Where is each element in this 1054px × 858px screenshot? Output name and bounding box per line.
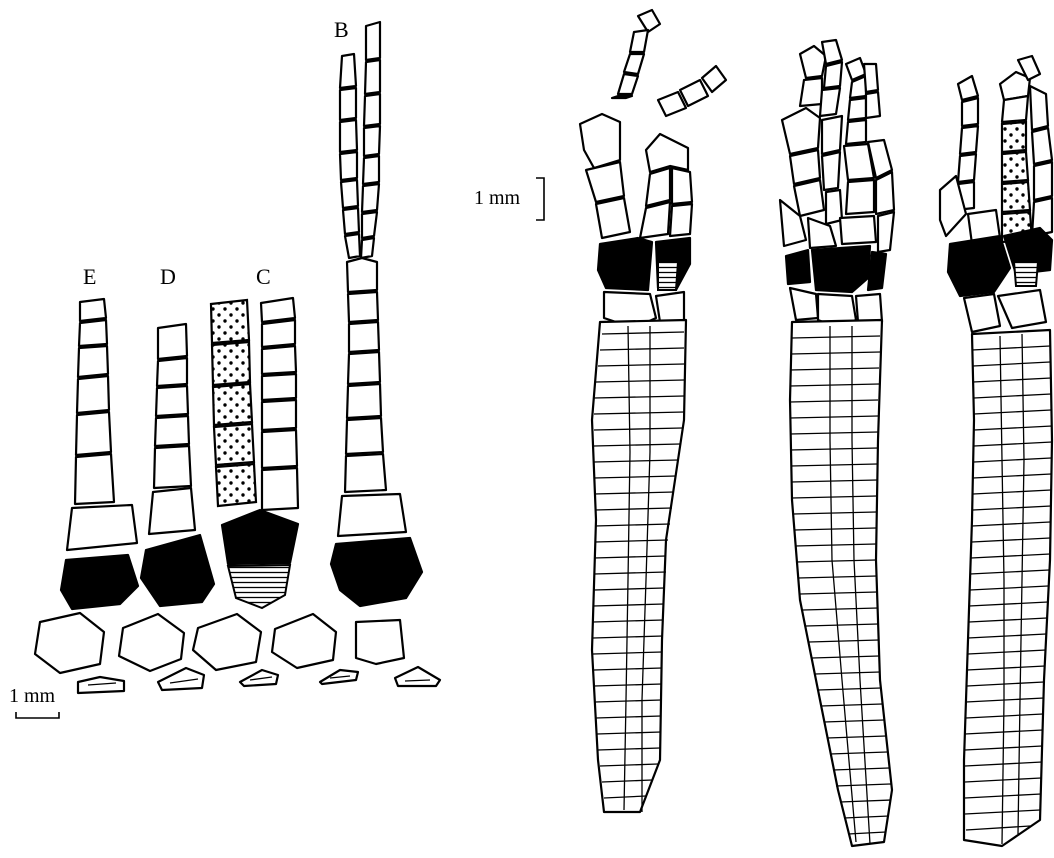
basal-plates <box>35 613 404 673</box>
specimen-1 <box>580 10 726 812</box>
right-figure: 1 mm <box>474 10 1052 846</box>
right-scale-label: 1 mm <box>474 187 521 209</box>
arm-label-d: D <box>160 264 176 289</box>
arm-label-b: B <box>334 17 349 42</box>
infrabasal-plates <box>78 667 440 693</box>
left-scale-bar <box>16 712 59 718</box>
specimen-3 <box>940 56 1052 846</box>
left-scale-label: 1 mm <box>9 685 56 707</box>
arm-e <box>61 299 138 609</box>
specimen-1-arm-fragments <box>612 10 726 116</box>
arm-b <box>331 22 422 606</box>
arm-c <box>211 298 298 608</box>
arm-label-e: E <box>83 264 96 289</box>
specimen-2 <box>780 40 894 846</box>
arm-label-c: C <box>256 264 271 289</box>
right-scale-bar <box>536 178 544 220</box>
arm-d <box>141 324 214 606</box>
left-figure: E D C B <box>9 17 440 718</box>
